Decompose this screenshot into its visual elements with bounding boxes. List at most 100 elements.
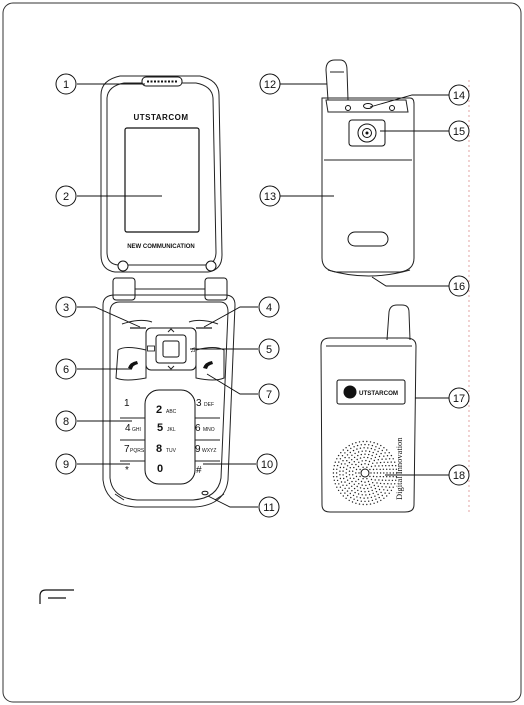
grille-dot [374,496,375,497]
svg-text:3: 3 [63,302,69,314]
grille-dot [358,451,359,452]
grille-dot [342,490,343,491]
grille-dot [364,482,365,483]
callout-10: 10 [257,454,277,474]
grille-dot [367,447,368,448]
grille-dot [380,469,381,470]
grille-dot [378,479,379,480]
grille-dot [370,503,371,504]
grille-dot [351,464,352,465]
callout-2: 2 [56,186,76,206]
grille-dot [350,467,351,468]
grille-dot [386,469,387,470]
grille-dot [374,472,375,473]
callout-5: 5 [259,339,279,359]
camera-lens [349,120,385,146]
grille-dot [351,490,352,491]
grille-dot [350,452,351,453]
grille-dot [372,490,373,491]
svg-text:6: 6 [63,364,69,376]
grille-dot [359,503,360,504]
grille-dot [355,464,356,465]
grille-dot [361,464,362,465]
grille-dot [363,498,364,499]
grille-dot [352,474,353,475]
grille-dot [374,460,375,461]
grille-dot [337,465,338,466]
grille-dot [359,441,360,442]
grille-dot [387,455,388,456]
grille-dot [388,480,389,481]
grille-dot [338,490,339,491]
grille-dot [342,470,343,471]
grille-dot [378,486,379,487]
grille-dot [342,474,343,475]
grille-dot [373,469,374,470]
grille-dot [371,497,372,498]
grille-dot [380,483,381,484]
grille-dot [353,499,354,500]
grille-dot [353,467,354,468]
grille-dot [346,476,347,477]
grille-dot [382,495,383,496]
grille-dot [371,487,372,488]
grille-dot [375,479,376,480]
grille-dot [342,485,343,486]
hinge [113,278,227,300]
grille-dot [366,441,367,442]
callout-18: 18 [449,465,469,485]
grille-dot [354,453,355,454]
grille-dot [346,485,347,486]
keypad: 1 2 ABC 3 DEF 4 GHI 5 JKL 6 MNO 7 PQRS 8… [120,390,220,484]
grille-dot [372,455,373,456]
grille-dot [363,457,364,458]
key-star: * [125,465,129,476]
grille-dot [339,471,340,472]
grille-dot [362,460,363,461]
grille-dot [352,501,353,502]
grille-dot [375,488,376,489]
front-view-phone: UTSTARCOM NEW COMMUNICATION ♫ [101,76,235,507]
grille-dot [337,480,338,481]
grille-dot [354,461,355,462]
grille-dot [362,478,363,479]
key-9-letters: WXYZ [202,448,216,454]
key-5-letters: JKL [167,427,176,433]
grille-dot [369,469,370,470]
callout-7: 7 [259,384,279,404]
grille-dot [350,448,351,449]
svg-text:5: 5 [266,344,272,356]
grille-dot [376,462,377,463]
grille-dot [340,467,341,468]
grille-dot [375,457,376,458]
grille-dot [392,480,393,481]
grille-dot [367,488,368,489]
svg-text:8: 8 [63,416,69,428]
key-2: 2 [156,404,162,416]
key-4: 4 [125,423,131,434]
grille-dot [393,476,394,477]
grille-dot [347,450,348,451]
grille-dot [346,472,347,473]
grille-dot [358,493,359,494]
grille-dot [379,497,380,498]
grille-dot [357,445,358,446]
grille-dot [353,495,354,496]
key-4-letters: GHI [132,427,141,433]
grille-dot [344,463,345,464]
key-6: 6 [195,423,201,434]
grille-dot [376,476,377,477]
callout-12: 12 [260,74,280,94]
grille-dot [386,476,387,477]
back-view-phone [322,60,414,276]
callout-14: 14 [449,85,469,105]
grille-dot [365,494,366,495]
grille-dot [338,461,339,462]
grille-dot [394,483,395,484]
grille-dot [396,472,397,473]
grille-dot [379,448,380,449]
grille-dot [357,459,358,460]
grille-dot [338,483,339,484]
grille-dot [387,490,388,491]
grille-dot [363,447,364,448]
